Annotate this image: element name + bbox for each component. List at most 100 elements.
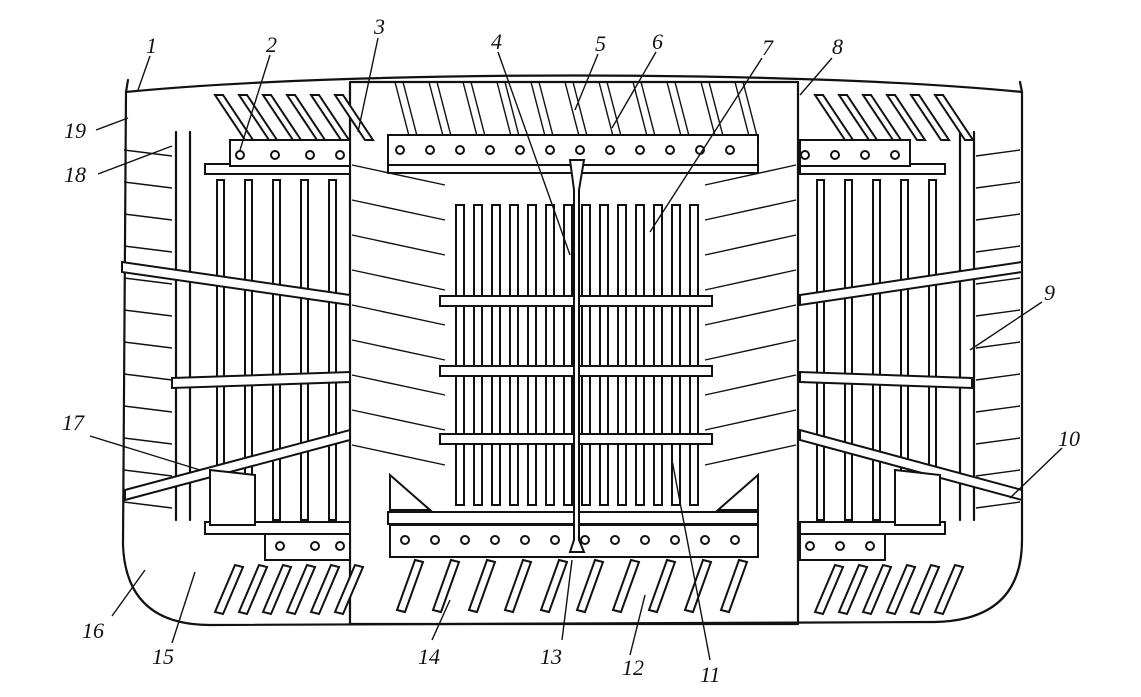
shell-line [123, 501, 173, 509]
lightening-hole [490, 535, 500, 545]
shell-line [975, 149, 1021, 157]
shell-line [975, 213, 1021, 221]
deck-longitudinal [606, 81, 622, 137]
perspective-line [351, 199, 446, 221]
corner-bracket [209, 468, 256, 526]
lightening-hole [485, 145, 495, 155]
perspective-line [704, 199, 797, 221]
lightening-hole [400, 535, 410, 545]
deck-longitudinal [598, 81, 614, 137]
deck-longitudinal [462, 81, 478, 137]
side-bottom-longitudinal [237, 563, 269, 616]
shell-line [975, 181, 1021, 189]
deck-longitudinal [640, 81, 656, 137]
side-deck-longitudinal [285, 94, 327, 141]
shell-line [975, 501, 1021, 509]
lightening-hole [610, 535, 620, 545]
shell-line [975, 277, 1021, 285]
perspective-line [704, 409, 797, 431]
side-deck-longitudinal [885, 94, 927, 141]
side-stringers [121, 260, 1023, 502]
lightening-hole [670, 535, 680, 545]
bottom-longitudinal [611, 558, 641, 614]
deck-longitudinal [700, 81, 716, 137]
center-stiffener [491, 204, 501, 506]
callout-12: 12 [622, 655, 644, 680]
deck-longitudinal [530, 81, 546, 137]
centerline-pillar [568, 159, 586, 553]
perspective-line [704, 164, 797, 186]
shell-line [123, 277, 173, 285]
shell-line [123, 149, 173, 157]
lightening-hole [665, 145, 675, 155]
side-deck-longitudinal [861, 94, 903, 141]
lightening-hole [805, 541, 815, 551]
side-bottom-longitudinal [333, 563, 365, 616]
callout-7: 7 [762, 35, 774, 60]
lightening-hole [395, 145, 405, 155]
lightening-hole [460, 535, 470, 545]
center-bulkhead [348, 80, 800, 626]
bottom-longitudinal [539, 558, 569, 614]
perspective-line [704, 339, 797, 361]
center-stiffener [581, 204, 591, 506]
deck-longitudinal [504, 81, 520, 137]
side-bottom-longitudinal [885, 563, 917, 616]
lightening-hole [725, 145, 735, 155]
center-stiffener [509, 204, 519, 506]
side-frame [872, 179, 881, 521]
shell-line [123, 469, 173, 477]
perspective-line [351, 269, 446, 291]
lightening-hole [425, 145, 435, 155]
callout-2: 2 [266, 32, 277, 57]
deck-longitudinal [666, 81, 682, 137]
callout-3: 3 [373, 14, 385, 39]
center-stiffener [473, 204, 483, 506]
side-frame [328, 179, 337, 521]
callout-19: 19 [64, 118, 86, 143]
center-stiffener [689, 204, 699, 506]
deck-longitudinal [742, 81, 758, 137]
shell-line [975, 341, 1021, 349]
bottom-longitudinal [395, 558, 425, 614]
side-frame [844, 179, 853, 521]
shell-line [123, 181, 173, 189]
center-stiffener [563, 204, 573, 506]
lightening-hole [235, 150, 245, 160]
perspective-line [704, 234, 797, 256]
deck-longitudinal [436, 81, 452, 137]
deck-longitudinal [734, 81, 750, 137]
lightening-hole [700, 535, 710, 545]
shell-line [123, 437, 173, 445]
center-stiffener [653, 204, 663, 506]
bottom-longitudinal [431, 558, 461, 614]
shell-line [975, 405, 1021, 413]
bottom-longitudinal [467, 558, 497, 614]
side-deck-longitudinal [813, 94, 855, 141]
side-bottom-longitudinal [909, 563, 941, 616]
callout-15: 15 [152, 644, 174, 669]
side-frame [300, 179, 309, 521]
callout-6: 6 [652, 29, 663, 54]
lightening-hole [270, 150, 280, 160]
lightening-hole [865, 541, 875, 551]
callout-10: 10 [1058, 426, 1080, 451]
side-bottom-longitudinal [309, 563, 341, 616]
deck-longitudinal [394, 81, 410, 137]
bottom-longitudinal [575, 558, 605, 614]
side-bottom-longitudinal [933, 563, 965, 616]
deck-longitudinal [402, 81, 418, 137]
deck-longitudinal [632, 81, 648, 137]
center-stiffener [527, 204, 537, 506]
center-stiffener [635, 204, 645, 506]
lightening-hole [545, 145, 555, 155]
shell-line [975, 469, 1021, 477]
deck-longitudinal [538, 81, 554, 137]
lightening-hole [550, 535, 560, 545]
lightening-hole [515, 145, 525, 155]
side-stiffener-grids [123, 94, 1021, 616]
perspective-line [351, 304, 446, 326]
callout-5: 5 [595, 31, 606, 56]
perspective-line [351, 409, 446, 431]
